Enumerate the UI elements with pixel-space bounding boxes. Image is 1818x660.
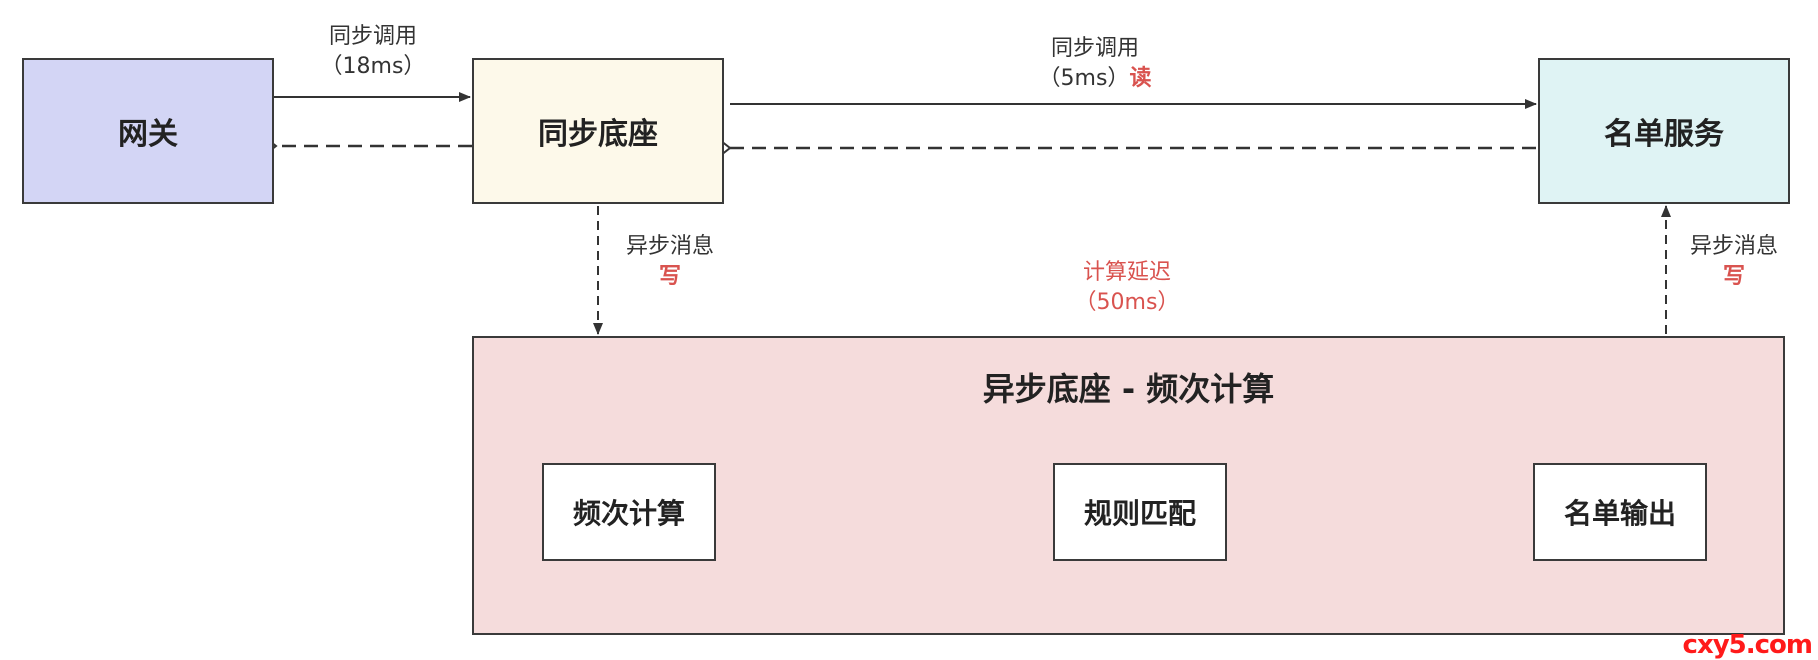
sync-base-label: 同步底座 [538,117,658,152]
label-sync-list-line2: （5ms） [1038,66,1130,91]
step-list-output[interactable]: 名单输出 [1533,463,1707,561]
step-rule-match[interactable]: 规则匹配 [1053,463,1227,561]
label-sync-list-line1: 同步调用 [1050,36,1139,61]
label-compute-delay-line1: 计算延迟 [1082,260,1171,285]
label-gateway-sync-line1: 同步调用 [328,24,417,49]
gateway-label: 网关 [118,117,178,152]
list-service-label: 名单服务 [1604,117,1724,152]
label-sync-list: 同步调用 （5ms）读 [1010,34,1180,94]
label-sync-async-line1: 异步消息 [625,234,714,259]
step-list-output-label: 名单输出 [1563,497,1676,530]
sync-base-box[interactable]: 同步底座 [472,58,724,204]
label-async-list: 异步消息 写 [1678,232,1790,292]
async-base-title: 异步底座 - 频次计算 [982,370,1275,408]
list-service-box[interactable]: 名单服务 [1538,58,1790,204]
gateway-box[interactable]: 网关 [22,58,274,204]
label-compute-delay-line2: （50ms） [1074,290,1180,315]
step-frequency-calc[interactable]: 频次计算 [542,463,716,561]
step-rule-match-label: 规则匹配 [1083,497,1196,530]
watermark: cxy5.com [1682,630,1813,660]
label-gateway-sync: 同步调用 （18ms） [300,22,446,82]
label-async-list-write-tag: 写 [1722,264,1745,289]
label-sync-list-line2-row: （5ms）读 [1010,64,1180,94]
label-sync-async-write-tag: 写 [658,264,681,289]
label-async-list-line1: 异步消息 [1689,234,1778,259]
label-compute-delay: 计算延迟 （50ms） [1052,258,1202,318]
step-frequency-calc-label: 频次计算 [572,497,685,530]
label-sync-async: 异步消息 写 [614,232,726,292]
label-gateway-sync-line2: （18ms） [320,54,426,79]
label-sync-list-read-tag: 读 [1129,66,1152,91]
